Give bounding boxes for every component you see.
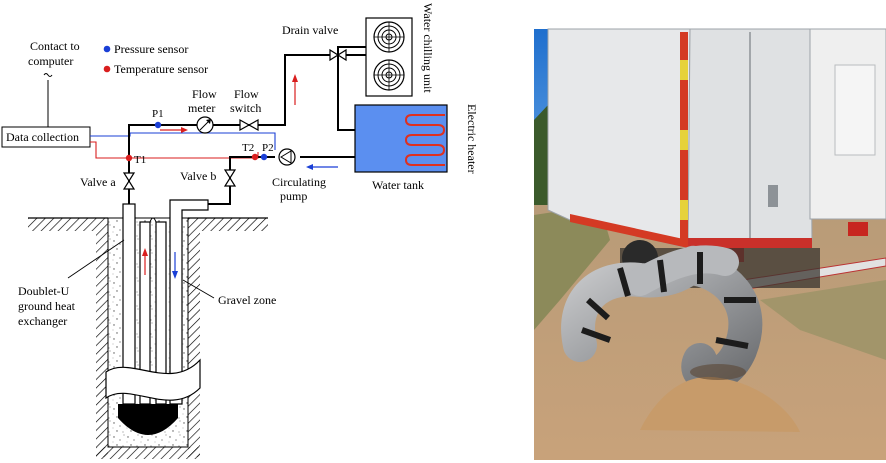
valve-b-icon	[223, 169, 237, 187]
electric-heater-label: Electric heater	[465, 104, 479, 174]
drain-valve-label: Drain valve	[282, 23, 338, 37]
circulating-pump-icon	[278, 148, 296, 166]
red-flow-arrowhead-top	[181, 127, 188, 133]
chiller-fan-icon-top	[373, 21, 405, 53]
gravel-zone-leader-line	[182, 279, 215, 299]
legend: Pressure sensor Temperature sensor	[103, 42, 208, 76]
temperature-sensor-t2	[251, 153, 259, 161]
valve-b-label: Valve b	[180, 169, 216, 183]
borehole-wall-right	[188, 231, 200, 457]
blue-flow-arrowhead-hole	[172, 271, 178, 279]
schematic-diagram: Pressure sensor Temperature sensor Conta…	[1, 3, 479, 459]
ground-section	[28, 199, 268, 459]
truck-bottom-stripe	[570, 214, 688, 248]
exchanger-label-line1: Doublet-U	[18, 284, 70, 298]
chiller-fan-icon-bottom	[373, 59, 405, 91]
pressure-sensor-p2	[260, 153, 268, 161]
u-pipe-connector	[149, 217, 157, 223]
flow-meter-label-line2: meter	[188, 101, 215, 115]
legend-pressure-label: Pressure sensor	[114, 42, 188, 56]
red-flow-arrowhead-hole	[142, 248, 148, 256]
water-tank-label: Water tank	[372, 178, 424, 192]
depth-break-band	[105, 358, 201, 401]
pump-return-pipe	[208, 156, 275, 205]
borehole-wall-left	[96, 231, 108, 457]
exchanger-label-line2: ground heat	[18, 299, 76, 313]
data-collection-box	[1, 126, 91, 148]
mound-shadow	[690, 364, 746, 380]
exchanger-leader-line	[67, 239, 125, 279]
t2-label: T2	[242, 142, 254, 154]
insulated-pipe-upper	[626, 245, 739, 296]
data-collection-label: Data collection	[6, 130, 79, 144]
truck-interior-cabinet	[834, 64, 876, 156]
supply-pipe	[128, 54, 330, 204]
pipe-straps	[580, 252, 756, 349]
truck-rear-bumper	[688, 238, 812, 248]
contact-label-line1: Contact to	[30, 39, 80, 53]
chiller-tank-pipe	[337, 46, 366, 131]
electric-heater-coil	[404, 114, 446, 166]
soil-mound	[640, 376, 800, 432]
truck-side-stripe-yellow-3	[680, 200, 688, 220]
truck-side-stripe-yellow	[680, 60, 688, 80]
exchanger-label-line3: exchanger	[18, 314, 67, 328]
red-flow-arrowhead-up	[292, 74, 298, 82]
flow-meter-label-line1: Flow	[192, 87, 217, 101]
u-pipe-4	[169, 199, 209, 405]
temperature-signal-wire	[90, 141, 259, 159]
ground-surface-hatch-left	[28, 218, 108, 231]
flow-switch-icon	[239, 118, 259, 132]
water-tank	[354, 104, 448, 173]
u-bend-weight	[118, 404, 178, 435]
t1-label: T1	[134, 154, 146, 166]
temperature-sensor-t1	[125, 154, 133, 162]
pressure-sensor-p1	[154, 121, 162, 129]
valve-a-icon	[122, 172, 136, 190]
flow-meter-icon	[196, 116, 214, 134]
truck-side-stripe-yellow-2	[680, 130, 688, 150]
ground-surface-hatch-right	[188, 218, 268, 231]
flow-switch-label-line2: switch	[230, 101, 261, 115]
photo-grass-patch	[534, 205, 610, 330]
legend-temperature-label: Temperature sensor	[114, 62, 208, 76]
truck-door-handle	[768, 185, 778, 207]
valve-a-label: Valve a	[80, 175, 116, 189]
computer-link-tilde	[43, 73, 53, 77]
photo-grass-patch-right	[760, 280, 886, 360]
circulating-pump-label-line1: Circulating	[272, 175, 326, 189]
water-chilling-unit-label: Water chilling unit	[421, 3, 435, 93]
water-chilling-unit	[365, 17, 413, 97]
borehole-bottom	[96, 447, 200, 459]
blue-flow-arrowhead-left	[306, 164, 313, 170]
temperature-sensor-legend-dot	[103, 65, 111, 73]
circulating-pump-label-line2: pump	[280, 189, 307, 203]
contact-label-line2: computer	[28, 54, 73, 68]
flow-switch-label-line1: Flow	[234, 87, 259, 101]
truck-taillight-right	[848, 222, 868, 236]
pressure-sensor-legend-dot	[103, 45, 111, 53]
p2-label: P2	[262, 142, 274, 154]
field-photo	[534, 28, 886, 460]
gravel-zone-label: Gravel zone	[218, 293, 276, 307]
truck-cargo-box	[547, 28, 886, 293]
p1-label: P1	[152, 108, 164, 120]
